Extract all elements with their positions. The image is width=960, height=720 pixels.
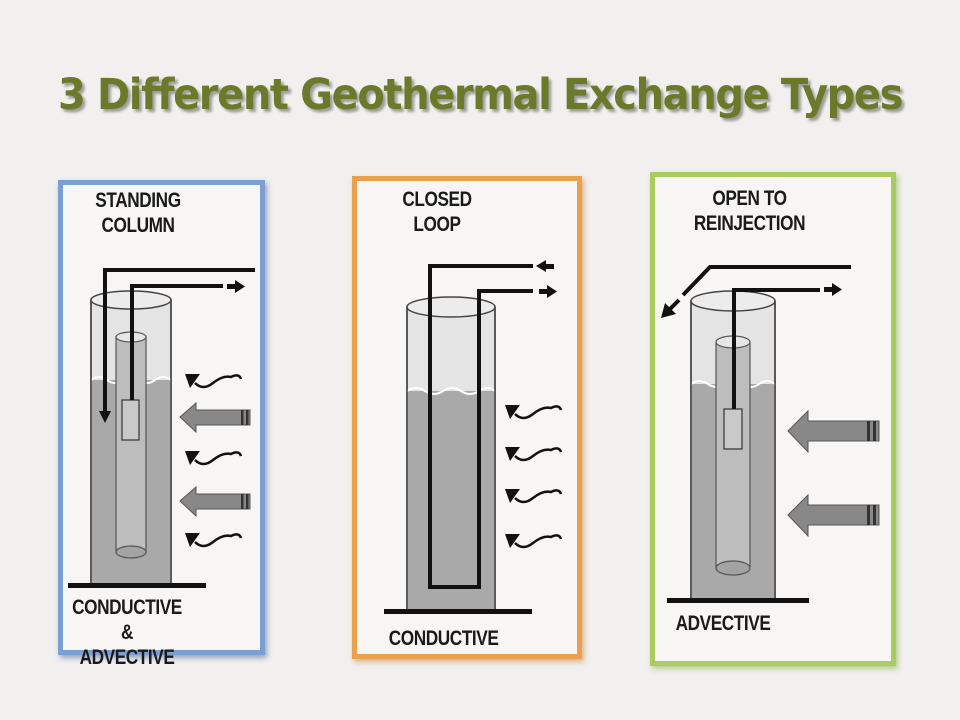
panel-footer: CONDUCTIVE [388, 627, 499, 650]
pipe-out-arrow-icon [235, 280, 245, 293]
heading-line-1: CLOSED [402, 188, 472, 211]
slide-title: 3 Different Geothermal Exchange Types [57, 70, 903, 120]
pipe-out-arrow-icon [832, 283, 842, 296]
wavy-heat-arrow-icon [194, 374, 243, 548]
pipe-out-arrow-icon [547, 285, 557, 298]
flow-arrow-icon [179, 401, 251, 518]
panel-footer: CONDUCTIVE & ADVECTIVE [70, 595, 185, 670]
reinjection-arrow-icon [661, 298, 681, 318]
flow-arrow-icon [787, 409, 880, 538]
panel-closed-loop: CLOSED LOOP CONDUCTIVE [352, 176, 582, 659]
footer-line-2: ADVECTIVE [79, 646, 175, 669]
panel-heading: CLOSED LOOP [392, 187, 482, 237]
footer-line-1: CONDUCTIVE & [72, 596, 182, 644]
panel-footer: ADVECTIVE [675, 612, 771, 635]
panel-standing-column: STANDING COLUMN [58, 180, 265, 669]
closed-loop-diagram [384, 260, 563, 614]
open-reinjection-diagram [661, 265, 880, 603]
heading-line-1: OPEN TO [712, 187, 787, 210]
pipe-in-arrow-icon [536, 260, 546, 272]
wavy-heat-arrow-icon [514, 405, 563, 549]
standing-column-diagram [68, 268, 255, 588]
heading-line-2: REINJECTION [693, 212, 806, 235]
panel-heading: OPEN TO REINJECTION [690, 186, 809, 236]
heading-line-1: STANDING [95, 189, 181, 212]
panel-heading: STANDING COLUMN [77, 188, 200, 238]
heading-line-2: COLUMN [101, 214, 175, 237]
pipe-down-arrow-icon [99, 411, 111, 423]
heading-line-2: LOOP [413, 213, 461, 236]
panel-open-to-reinjection: OPEN TO REINJECTION ADVECTIVE [650, 172, 896, 666]
